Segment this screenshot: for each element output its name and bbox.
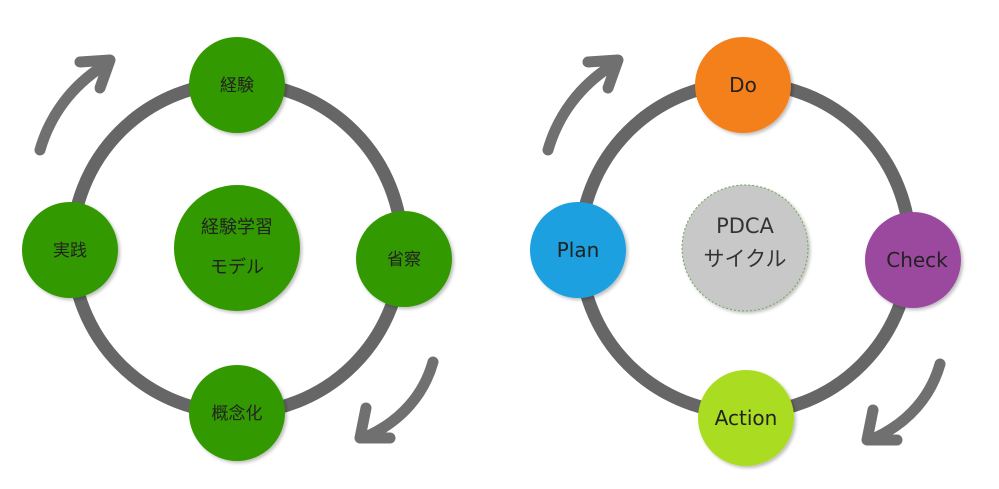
cycle-arrow-top-left <box>34 54 116 156</box>
center-line-2: モデル <box>210 257 264 278</box>
center-line-1: PDCA <box>716 214 774 238</box>
node-label: Plan <box>557 238 600 262</box>
node-label: Do <box>729 73 757 97</box>
center-line-2: サイクル <box>704 247 787 271</box>
node-label: Action <box>715 406 778 430</box>
center-node: PDCA サイクル <box>681 184 809 312</box>
cycle-arrow-top-left <box>542 54 624 156</box>
center-line-1: 経験学習 <box>201 217 273 238</box>
node-check: Check <box>865 212 961 308</box>
cycle-arrow-bottom-right <box>861 358 946 446</box>
node-reflection: 省察 <box>356 211 452 307</box>
node-action: Action <box>698 370 794 466</box>
node-practice: 実践 <box>22 202 118 298</box>
node-conceptualization: 概念化 <box>189 365 285 461</box>
node-experience: 経験 <box>189 37 285 133</box>
experiential-learning-diagram: 経験学習 モデル 経験 省察 概念化 実践 <box>22 37 452 461</box>
node-label: 概念化 <box>212 403 263 424</box>
node-label: 省察 <box>387 250 421 270</box>
pdca-cycle-diagram: PDCA サイクル Do Check Action Plan <box>530 37 961 466</box>
cycle-arrow-bottom-right <box>354 356 439 444</box>
node-plan: Plan <box>530 202 626 298</box>
node-label: Check <box>886 248 948 272</box>
node-label: 経験 <box>220 76 254 96</box>
node-label: 実践 <box>53 241 87 261</box>
node-do: Do <box>695 37 791 133</box>
center-node: 経験学習 モデル <box>174 185 300 311</box>
